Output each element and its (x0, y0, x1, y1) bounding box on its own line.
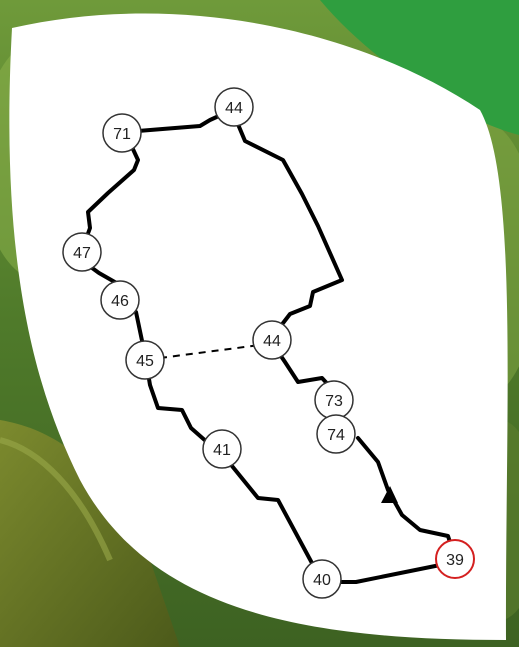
svg-text:45: 45 (136, 353, 154, 370)
node-41: 41 (203, 430, 241, 468)
svg-text:47: 47 (73, 245, 91, 262)
svg-text:44: 44 (225, 100, 243, 117)
svg-text:39: 39 (446, 552, 464, 569)
svg-text:46: 46 (111, 293, 129, 310)
svg-text:40: 40 (313, 572, 331, 589)
svg-text:41: 41 (213, 442, 231, 459)
node-71: 71 (103, 114, 141, 152)
node-47: 47 (63, 233, 101, 271)
svg-text:73: 73 (325, 393, 343, 410)
svg-text:44: 44 (263, 333, 281, 350)
node-46: 46 (101, 281, 139, 319)
svg-text:71: 71 (113, 126, 131, 143)
svg-text:74: 74 (327, 427, 345, 444)
node-45: 45 (126, 341, 164, 379)
node-44: 44 (253, 321, 291, 359)
node-40: 40 (303, 560, 341, 598)
node-39-start: 39 (436, 540, 474, 578)
node-74: 74 (317, 415, 355, 453)
node-72: 44 (215, 88, 253, 126)
node-73: 73 (315, 381, 353, 419)
